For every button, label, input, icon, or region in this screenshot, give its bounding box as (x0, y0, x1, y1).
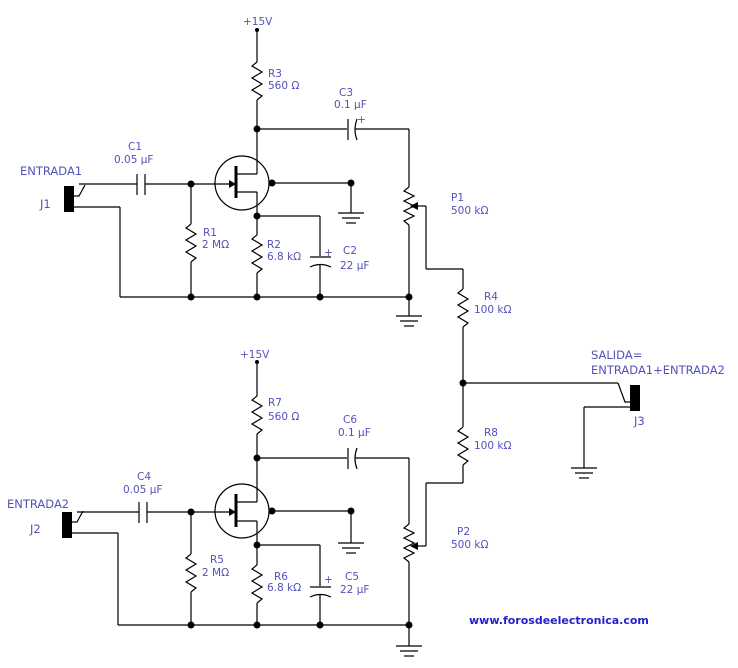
mixer-output (425, 269, 640, 546)
p2-potentiometer (402, 523, 416, 563)
j2-label: ENTRADA2 (7, 497, 69, 511)
c3-ref: C3 (339, 87, 353, 99)
r7-resistor (250, 395, 264, 435)
p1-value: 500 kΩ (451, 205, 488, 217)
r5-ref: R5 (210, 554, 224, 566)
r4-value: 100 kΩ (474, 304, 511, 316)
c1-ref: C1 (128, 141, 142, 153)
c3-plus: + (357, 114, 366, 126)
c6-value: 0.1 µF (338, 427, 371, 439)
j1-label: ENTRADA1 (20, 164, 82, 178)
c1-value: 0.05 µF (114, 154, 153, 166)
r6-value: 6.8 kΩ (267, 582, 301, 594)
r3-ref: R3 (268, 68, 282, 80)
c4-ref: C4 (137, 471, 151, 483)
j2-jack (62, 512, 72, 538)
c5-ref: C5 (345, 571, 359, 583)
q1-jfet (214, 155, 270, 211)
r8-value: 100 kΩ (474, 440, 511, 452)
r4-ref: R4 (484, 291, 498, 303)
supply-label-lower: +15V (240, 349, 270, 361)
r3-resistor (250, 61, 264, 101)
r7-ref: R7 (268, 397, 282, 409)
r6-resistor (250, 564, 264, 604)
credit-link[interactable]: www.forosdeelectronica.com (469, 614, 649, 627)
p1-ref: P1 (451, 192, 464, 204)
c5-value: 22 µF (340, 584, 369, 596)
p2-ref: P2 (457, 526, 470, 538)
j1-jack (64, 186, 74, 212)
channel-1 (64, 28, 463, 327)
supply-label-upper: +15V (243, 16, 273, 28)
c5-plus: + (324, 574, 333, 586)
r1-value: 2 MΩ (202, 239, 229, 251)
r2-resistor (250, 234, 264, 274)
c3-value: 0.1 µF (334, 99, 367, 111)
r8-ref: R8 (484, 427, 498, 439)
q2-jfet (214, 483, 270, 539)
r2-ref: R2 (267, 239, 281, 251)
c2-value: 22 µF (340, 260, 369, 272)
j3-jack (630, 385, 640, 411)
r5-resistor (184, 553, 198, 593)
r6-ref: R6 (274, 571, 288, 583)
c2-ref: C2 (343, 245, 357, 257)
p2-value: 500 kΩ (451, 539, 488, 551)
c2-plus: + (324, 247, 333, 259)
r3-value: 560 Ω (268, 80, 299, 92)
c4-value: 0.05 µF (123, 484, 162, 496)
j1-ref: J1 (39, 197, 51, 211)
channel-2 (62, 360, 426, 657)
r5-value: 2 MΩ (202, 567, 229, 579)
r8-resistor (456, 426, 470, 466)
c6-ref: C6 (343, 414, 357, 426)
j2-ref: J2 (29, 522, 41, 536)
r1-ref: R1 (203, 227, 217, 239)
output-label-line1: SALIDA= (591, 348, 642, 362)
r7-value: 560 Ω (268, 411, 299, 423)
j3-ref: J3 (633, 414, 645, 428)
r2-value: 6.8 kΩ (267, 251, 301, 263)
output-label-line2: ENTRADA1+ENTRADA2 (591, 363, 725, 377)
r4-resistor (456, 288, 470, 328)
r1-resistor (184, 223, 198, 263)
